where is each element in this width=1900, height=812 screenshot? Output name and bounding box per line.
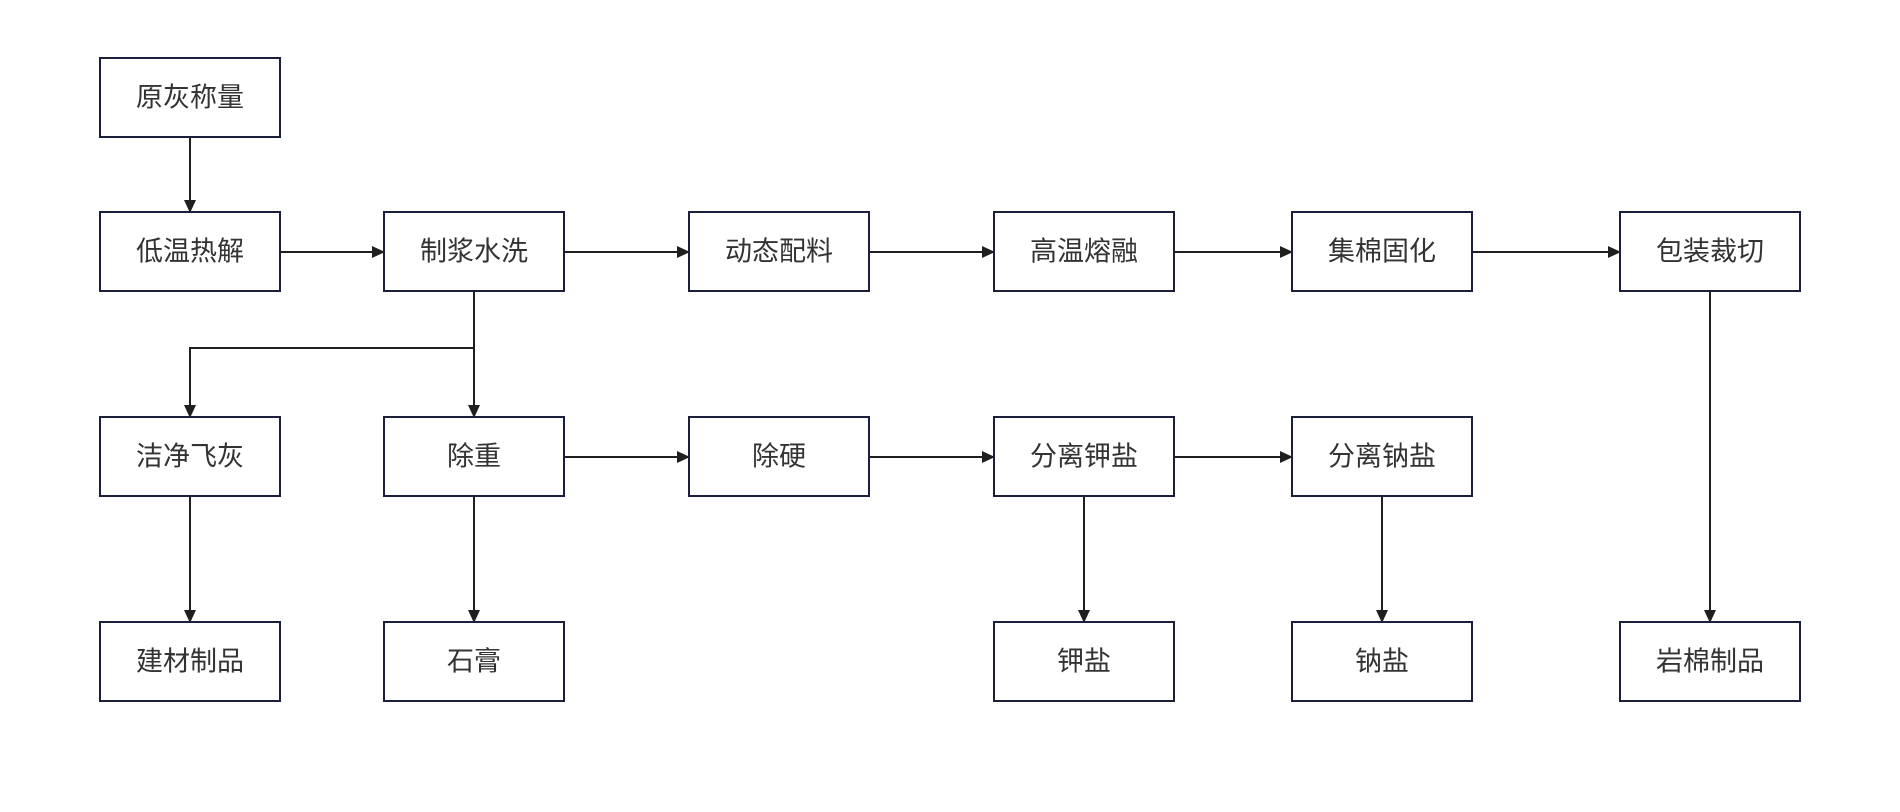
nodes: 原灰称量 低温热解 制浆水洗 动态配料 高温熔融 集棉固化 包装裁切: [99, 57, 1801, 702]
node-rock-wool-products-label: 岩棉制品: [1656, 647, 1764, 678]
node-potassium-salt[interactable]: 钾盐: [993, 621, 1175, 702]
node-high-temp-melting[interactable]: 高温熔融: [993, 211, 1175, 292]
node-sodium-separation[interactable]: 分离钠盐: [1291, 416, 1473, 497]
node-building-materials[interactable]: 建材制品: [99, 621, 281, 702]
node-sodium-salt-label: 钠盐: [1355, 647, 1409, 678]
node-sodium-salt[interactable]: 钠盐: [1291, 621, 1473, 702]
edges: [184, 138, 1716, 623]
node-high-temp-melting-label: 高温熔融: [1030, 237, 1138, 268]
node-hardness-removal-label: 除硬: [752, 442, 806, 473]
node-heavy-metal-removal[interactable]: 除重: [383, 416, 565, 497]
node-low-temp-pyrolysis[interactable]: 低温热解: [99, 211, 281, 292]
node-packaging-cutting[interactable]: 包装裁切: [1619, 211, 1801, 292]
node-hardness-removal[interactable]: 除硬: [688, 416, 870, 497]
node-rock-wool-products[interactable]: 岩棉制品: [1619, 621, 1801, 702]
node-slurry-washing[interactable]: 制浆水洗: [383, 211, 565, 292]
node-dynamic-batching[interactable]: 动态配料: [688, 211, 870, 292]
node-slurry-washing-label: 制浆水洗: [420, 237, 528, 268]
node-clean-fly-ash-label: 洁净飞灰: [136, 442, 244, 473]
node-fiber-curing[interactable]: 集棉固化: [1291, 211, 1473, 292]
node-sodium-separation-label: 分离钠盐: [1328, 442, 1436, 473]
node-gypsum[interactable]: 石膏: [383, 621, 565, 702]
node-low-temp-pyrolysis-label: 低温热解: [136, 237, 244, 268]
node-dynamic-batching-label: 动态配料: [725, 237, 833, 268]
node-heavy-metal-removal-label: 除重: [447, 442, 501, 473]
node-raw-ash-weighing-label: 原灰称量: [136, 83, 244, 114]
node-raw-ash-weighing[interactable]: 原灰称量: [99, 57, 281, 138]
node-potassium-separation[interactable]: 分离钾盐: [993, 416, 1175, 497]
node-potassium-separation-label: 分离钾盐: [1030, 442, 1138, 473]
node-gypsum-label: 石膏: [447, 647, 501, 678]
edge-slurry-washing-to-clean-fly-ash: [184, 347, 474, 418]
node-packaging-cutting-label: 包装裁切: [1656, 237, 1764, 268]
node-fiber-curing-label: 集棉固化: [1328, 237, 1436, 268]
node-building-materials-label: 建材制品: [136, 647, 244, 678]
node-clean-fly-ash[interactable]: 洁净飞灰: [99, 416, 281, 497]
node-potassium-salt-label: 钾盐: [1057, 647, 1111, 678]
